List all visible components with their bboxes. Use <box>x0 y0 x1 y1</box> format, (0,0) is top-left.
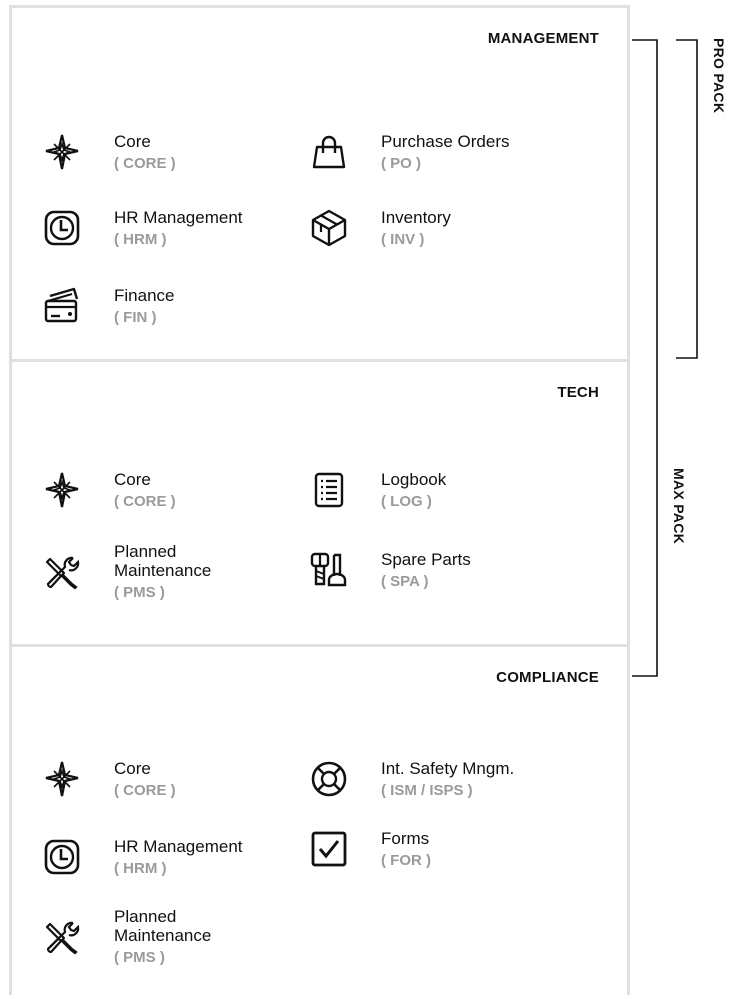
section-title: TECH <box>557 384 599 401</box>
module-code: ( PMS ) <box>114 584 165 601</box>
module-code: ( CORE ) <box>114 493 176 510</box>
module-name: Spare Parts <box>381 550 471 569</box>
module-code: ( INV ) <box>381 231 425 248</box>
module-code: ( PMS ) <box>114 949 165 966</box>
section-tech: TECH Core ( CORE ) Logbook ( LOG ) Planned… <box>12 359 627 644</box>
module-code: ( HRM ) <box>114 231 167 248</box>
pro-pack-bracket <box>676 39 698 359</box>
max-pack-bracket <box>632 39 658 677</box>
module-name: Int. Safety Mngm. <box>381 759 515 778</box>
module-name: Inventory <box>381 208 451 227</box>
module-code: ( ISM / ISPS ) <box>381 782 473 799</box>
module-code: ( FOR ) <box>381 852 431 869</box>
module-code: ( SPA ) <box>381 573 429 590</box>
module-code: ( HRM ) <box>114 860 167 877</box>
max-pack-label: MAX PACK <box>671 468 687 545</box>
module-code: ( CORE ) <box>114 155 176 172</box>
module-name: Core <box>114 470 151 489</box>
module-name: Core <box>114 132 151 151</box>
section-title: MANAGEMENT <box>487 30 599 47</box>
module-name: Forms <box>381 829 430 848</box>
module-code: ( FIN ) <box>114 309 157 326</box>
module-code: ( PO ) <box>381 155 421 172</box>
section-title: COMPLIANCE <box>496 669 599 686</box>
module-name: Logbook <box>381 470 447 489</box>
module-code: ( LOG ) <box>381 493 432 510</box>
section-management: MANAGEMENT Core ( CORE ) Purchase Orders (… <box>12 8 627 359</box>
module-name: Core <box>114 759 151 778</box>
module-name: Planned Maintenance <box>114 542 212 580</box>
modules-panel: MANAGEMENT Core ( CORE ) Purchase Orders (… <box>9 5 630 995</box>
module-name: Finance <box>114 286 175 305</box>
module-name: Purchase Orders <box>381 132 510 151</box>
section-compliance: COMPLIANCE Core ( CORE ) Int. Safety Mngm… <box>12 644 627 1004</box>
module-name: HR Management <box>114 837 243 856</box>
module-name: Planned Maintenance <box>114 907 212 945</box>
module-name: HR Management <box>114 208 243 227</box>
pro-pack-label: PRO PACK <box>711 38 727 114</box>
module-code: ( CORE ) <box>114 782 176 799</box>
